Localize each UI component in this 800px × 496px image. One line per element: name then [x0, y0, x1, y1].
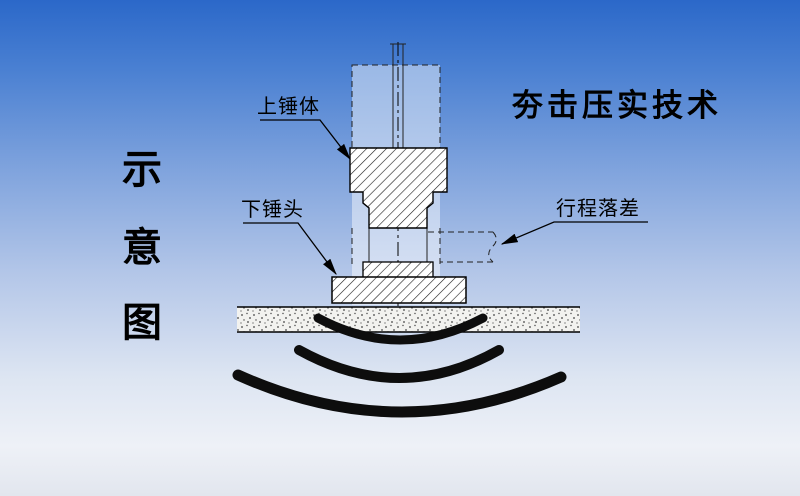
leader-upper-hammer: [260, 119, 351, 161]
page-title: 夯击压实技术: [512, 88, 722, 123]
label-stroke-gap: 行程落差: [556, 198, 640, 220]
shockwave-arcs: [232, 313, 567, 418]
label-upper-hammer: 上锤体: [257, 96, 320, 118]
side-label-char-1: 示: [122, 147, 162, 192]
hammer-rod: [368, 43, 428, 262]
label-lower-hammer: 下锤头: [241, 199, 304, 221]
leader-lower-hammer: [243, 222, 337, 276]
leader-stroke-gap: [500, 221, 648, 245]
soil-layer: [237, 306, 580, 333]
side-label-char-2: 意: [122, 225, 162, 270]
side-label-char-3: 图: [122, 300, 162, 345]
upper-hammer-shape: [349, 147, 448, 229]
lower-hammer-shape: [331, 261, 467, 304]
leader-arrows: [243, 119, 648, 276]
